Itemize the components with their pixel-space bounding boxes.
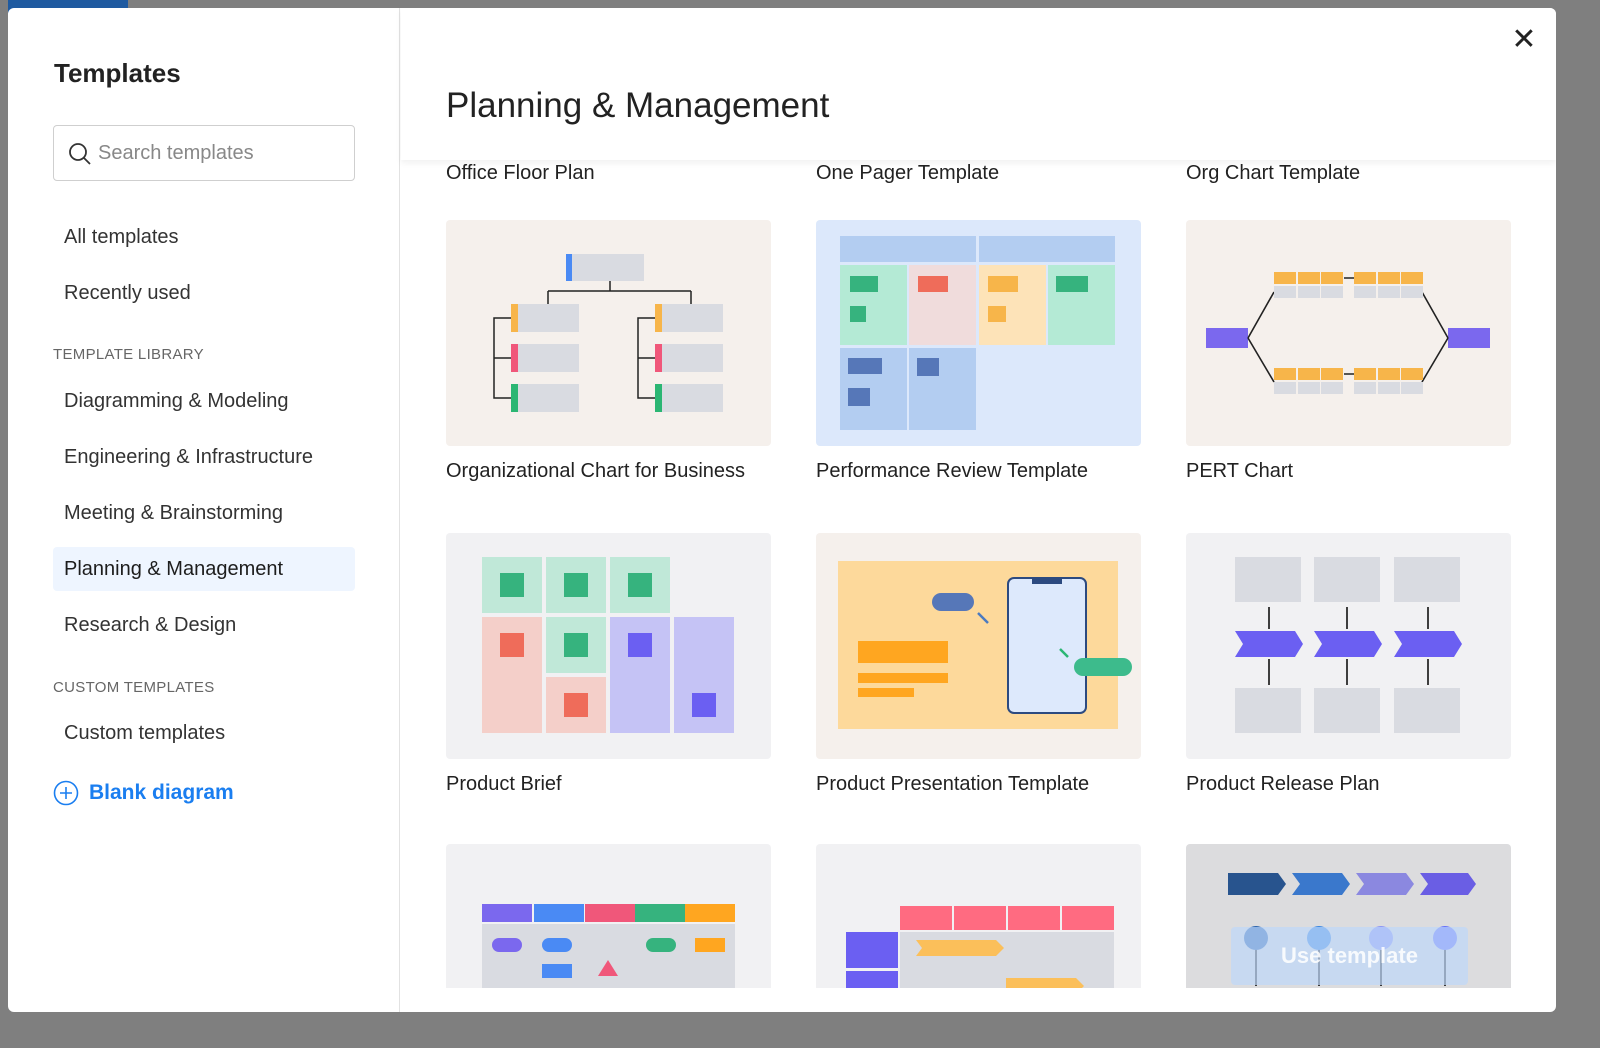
sidebar-title: Templates [54,58,181,88]
search-box[interactable] [53,125,355,181]
product-brief-thumbnail [446,533,771,759]
template-card[interactable]: Office Floor Plan [446,160,771,185]
template-card[interactable]: Organizational Chart for Business [446,220,771,483]
custom-templates-heading: CUSTOM TEMPLATES [53,679,215,696]
use-template-button[interactable]: Use template [1231,927,1468,985]
nav-recently-used[interactable]: Recently used [64,282,191,304]
nav-research-design[interactable]: Research & Design [64,614,237,636]
template-card[interactable]: Product Brief [446,533,771,796]
main-panel: Planning & Management ✕ Office Floor Pla… [401,8,1556,1012]
template-card[interactable]: PERT Chart [1186,220,1511,483]
template-title: Office Floor Plan [446,162,595,184]
template-title: Product Release Plan [1186,773,1380,795]
sidebar: Templates All templates Recently used TE… [8,8,400,1012]
template-title: Product Brief [446,773,562,795]
nav-engineering-infrastructure[interactable]: Engineering & Infrastructure [64,446,314,468]
blank-diagram-button[interactable]: Blank diagram [53,780,234,806]
nav-meeting-brainstorming[interactable]: Meeting & Brainstorming [64,502,283,524]
search-icon [69,143,91,165]
template-card[interactable] [446,844,771,988]
template-title: Performance Review Template [816,460,1088,482]
header: Planning & Management ✕ [401,8,1556,160]
template-card[interactable]: Use template [1186,844,1511,988]
template-grid[interactable]: Office Floor Plan One Pager Template Org… [401,160,1556,988]
blank-diagram-label: Blank diagram [89,781,234,804]
template-title: Product Presentation Template [816,773,1090,795]
page-title: Planning & Management [446,86,830,125]
performance-review-thumbnail [816,220,1141,446]
nav-all-templates[interactable]: All templates [64,226,179,248]
template-card[interactable]: Org Chart Template [1186,160,1511,185]
search-input[interactable] [98,136,338,170]
product-presentation-thumbnail [816,533,1141,759]
pert-chart-thumbnail [1186,220,1511,446]
roadmap-thumbnail [816,844,1141,988]
template-title: Org Chart Template [1186,162,1361,184]
org-chart-thumbnail [446,220,771,446]
templates-modal: Templates All templates Recently used TE… [8,8,1556,1012]
template-card[interactable] [816,844,1141,988]
template-title: Organizational Chart for Business [446,460,746,482]
template-card[interactable]: Product Release Plan [1186,533,1511,796]
template-card[interactable]: Product Presentation Template [816,533,1141,796]
template-card[interactable]: One Pager Template [816,160,1141,185]
timeline-thumbnail: Use template [1186,844,1511,988]
plus-circle-icon [53,780,79,806]
product-release-plan-thumbnail [1186,533,1511,759]
nav-diagramming-modeling[interactable]: Diagramming & Modeling [64,390,289,412]
template-title: One Pager Template [816,162,1000,184]
close-icon[interactable]: ✕ [1511,23,1537,56]
template-card[interactable]: Performance Review Template [816,220,1141,483]
nav-planning-management[interactable]: Planning & Management [53,547,355,591]
nav-custom-templates[interactable]: Custom templates [64,722,226,744]
template-library-heading: TEMPLATE LIBRARY [53,346,204,363]
template-title: PERT Chart [1186,460,1294,482]
process-map-thumbnail [446,844,771,988]
